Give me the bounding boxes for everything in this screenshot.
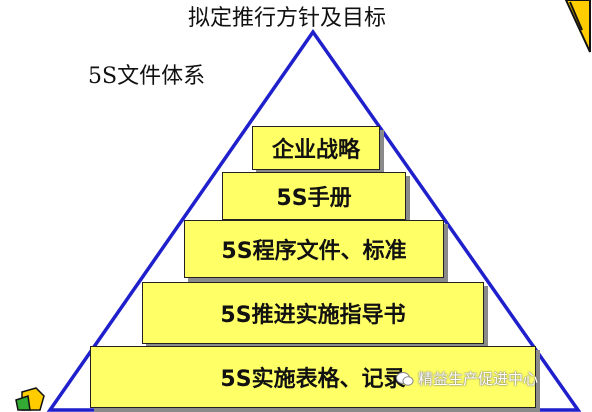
pyramid-tier-instructions: 5S推进实施指导书 bbox=[142, 282, 484, 344]
page-title: 拟定推行方针及目标 bbox=[188, 6, 387, 31]
watermark-text: 精益生产促进中心 bbox=[418, 370, 539, 388]
diagram-subtitle: 5S文件体系 bbox=[88, 64, 206, 89]
pyramid-tier-strategy: 企业战略 bbox=[252, 126, 380, 170]
watermark: 精益生产促进中心 bbox=[396, 368, 538, 389]
pyramid-tier-manual: 5S手册 bbox=[222, 172, 406, 220]
wechat-icon bbox=[396, 371, 414, 386]
clipart-folder-icon bbox=[15, 387, 45, 411]
clipart-pencil-icon bbox=[564, 0, 591, 53]
pyramid-tier-procedures: 5S程序文件、标准 bbox=[184, 220, 444, 278]
pyramid-tier-forms: 5S实施表格、记录 bbox=[90, 346, 536, 408]
